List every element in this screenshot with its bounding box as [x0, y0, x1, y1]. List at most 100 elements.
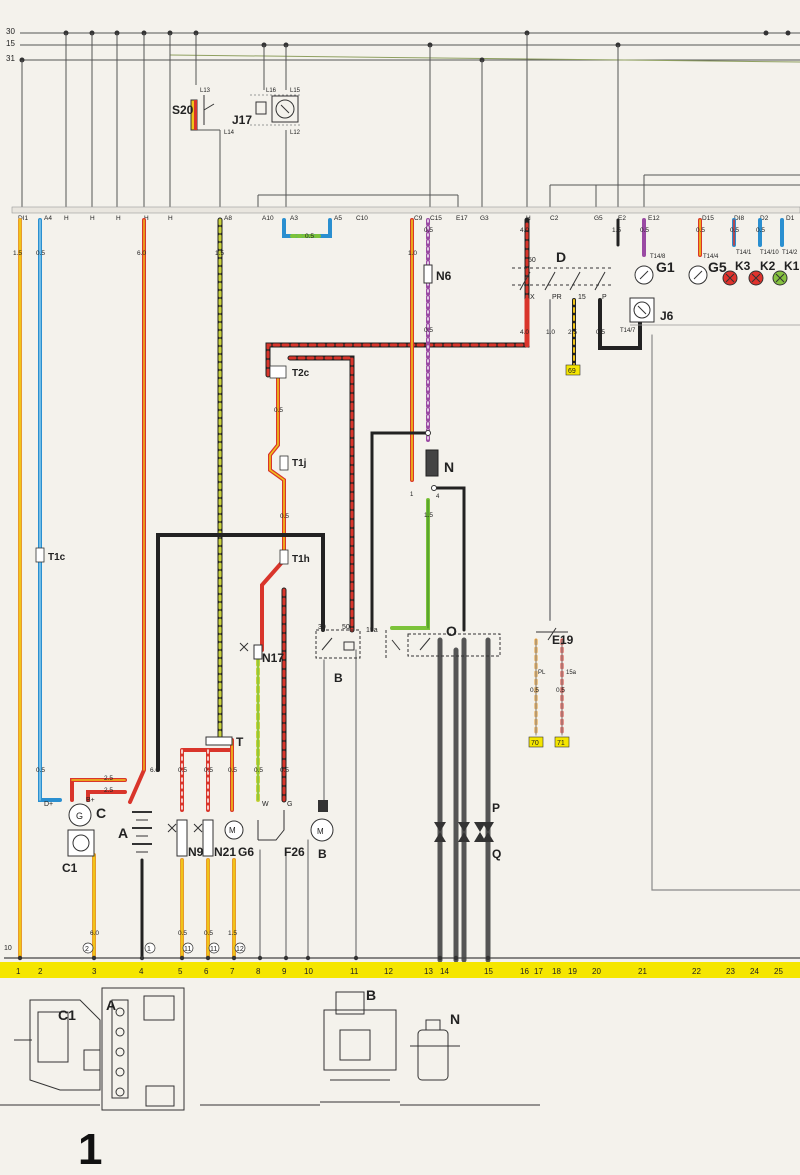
svg-text:1.5: 1.5 — [228, 930, 237, 937]
svg-text:DI1: DI1 — [18, 215, 29, 222]
photo-battery-a — [101, 987, 185, 1111]
label-t: T — [236, 735, 244, 749]
conn-l16: L16 — [266, 88, 277, 94]
component-f26 — [257, 810, 285, 841]
svg-text:0.5: 0.5 — [204, 767, 213, 774]
svg-text:0.5: 0.5 — [730, 227, 739, 234]
svg-text:1.0: 1.0 — [408, 250, 417, 257]
bus-label-30: 30 — [6, 27, 15, 36]
conn-n-1: 1 — [410, 492, 414, 498]
svg-text:21: 21 — [638, 967, 647, 976]
label-d: D — [556, 249, 566, 265]
fuse-terminal-labels: DI1 A4 H H H H H A8 A10 A3 A5 C10 C9 C15… — [18, 215, 795, 222]
component-battery-a — [132, 811, 152, 853]
svg-text:H: H — [64, 215, 69, 222]
svg-text:11: 11 — [350, 967, 359, 976]
label-g1: G1 — [656, 259, 675, 275]
svg-text:D15: D15 — [702, 215, 714, 222]
label-g5: G5 — [708, 259, 727, 275]
circled-refs: 2 1 11 11 12 — [82, 942, 246, 954]
label-j6: J6 — [660, 309, 674, 323]
component-n6 — [423, 264, 433, 284]
svg-text:C10: C10 — [356, 215, 368, 222]
conn-b-50: 50 — [342, 624, 350, 631]
svg-text:19: 19 — [568, 967, 577, 976]
svg-text:0.5: 0.5 — [305, 233, 314, 240]
svg-text:6.0: 6.0 — [137, 250, 146, 257]
svg-text:69: 69 — [568, 368, 576, 375]
svg-text:2.5: 2.5 — [568, 329, 577, 336]
bus-label-31: 31 — [6, 54, 15, 63]
conn-d-p: PR — [552, 294, 562, 301]
conn-t14-4: T14/4 — [703, 254, 719, 260]
svg-text:1.5: 1.5 — [424, 512, 433, 519]
svg-text:0.5: 0.5 — [204, 930, 213, 937]
fuse-box — [11, 206, 800, 214]
conn-d-x: 15 — [578, 294, 586, 301]
svg-text:5: 5 — [178, 967, 183, 976]
component-regulator-c1 — [67, 829, 95, 857]
label-b-switch: B — [334, 671, 343, 685]
photo-label-b: B — [366, 987, 376, 1003]
wire-spec-labels: 1.5 0.5 6.0 1.5 0.5 1.0 0.5 4.0 4.0 1.5 … — [13, 227, 765, 937]
gauge-g1 — [634, 265, 654, 285]
photo-label-c1: C1 — [58, 1007, 76, 1023]
component-j6 — [629, 297, 655, 323]
label-t1j: T1j — [292, 458, 307, 469]
svg-text:M: M — [229, 826, 236, 835]
svg-text:6.0: 6.0 — [90, 930, 99, 937]
svg-text:25: 25 — [774, 967, 783, 976]
component-spark-plugs — [434, 822, 494, 842]
svg-text:D1: D1 — [786, 215, 795, 222]
label-t1h: T1h — [292, 554, 310, 565]
svg-text:0.5: 0.5 — [254, 767, 263, 774]
label-q: Q — [492, 847, 501, 861]
svg-text:0.5: 0.5 — [556, 687, 565, 694]
svg-text:A4: A4 — [44, 215, 52, 222]
conn-t14-10: T14/10 — [760, 250, 779, 256]
svg-text:A10: A10 — [262, 215, 274, 222]
label-j17: J17 — [232, 113, 252, 127]
svg-text:4: 4 — [139, 967, 144, 976]
ground-ref-10: 10 — [4, 945, 12, 952]
svg-text:1.5: 1.5 — [13, 250, 22, 257]
conn-t14-2: T14/2 — [782, 250, 798, 256]
photo-alternator-c1 — [14, 999, 101, 1091]
component-n9 — [167, 819, 188, 857]
component-n17 — [239, 642, 263, 660]
conn-d-15: P — [602, 294, 607, 301]
svg-text:6: 6 — [204, 967, 209, 976]
photo-starter-b — [320, 991, 400, 1103]
component-starter-switch-b — [315, 629, 361, 659]
svg-text:71: 71 — [557, 740, 565, 747]
bus-lines — [20, 32, 800, 61]
svg-text:12: 12 — [384, 967, 393, 976]
svg-text:15: 15 — [484, 967, 493, 976]
svg-text:16: 16 — [520, 967, 529, 976]
svg-text:1.0: 1.0 — [546, 329, 555, 336]
svg-text:A8: A8 — [224, 215, 232, 222]
label-n: N — [444, 459, 454, 475]
label-k3: K3 — [735, 259, 751, 273]
svg-text:0.5: 0.5 — [424, 227, 433, 234]
svg-text:1: 1 — [16, 967, 21, 976]
conn-b-30: 30 — [318, 624, 326, 631]
warning-lamps — [722, 270, 788, 286]
label-n6: N6 — [436, 269, 452, 283]
svg-text:H: H — [90, 215, 95, 222]
bottom-strip-numbers: 1 2 3 4 5 6 7 8 9 10 11 12 13 14 15 16 1… — [16, 967, 783, 976]
bottom-number-strip — [0, 962, 800, 978]
svg-text:0.5: 0.5 — [596, 329, 605, 336]
svg-text:23: 23 — [726, 967, 735, 976]
svg-text:G3: G3 — [480, 215, 489, 222]
svg-text:20: 20 — [592, 967, 601, 976]
svg-text:A5: A5 — [334, 215, 342, 222]
photo-label-n: N — [450, 1011, 460, 1027]
svg-text:6.0: 6.0 — [150, 767, 159, 774]
label-b-motor: B — [318, 847, 327, 861]
conn-15a: 15a — [366, 627, 378, 634]
svg-text:0.5: 0.5 — [280, 767, 289, 774]
ref-box-70: 70 — [528, 736, 544, 748]
component-starter-motor-b: M — [310, 800, 334, 842]
conn-l12: L12 — [290, 130, 301, 136]
